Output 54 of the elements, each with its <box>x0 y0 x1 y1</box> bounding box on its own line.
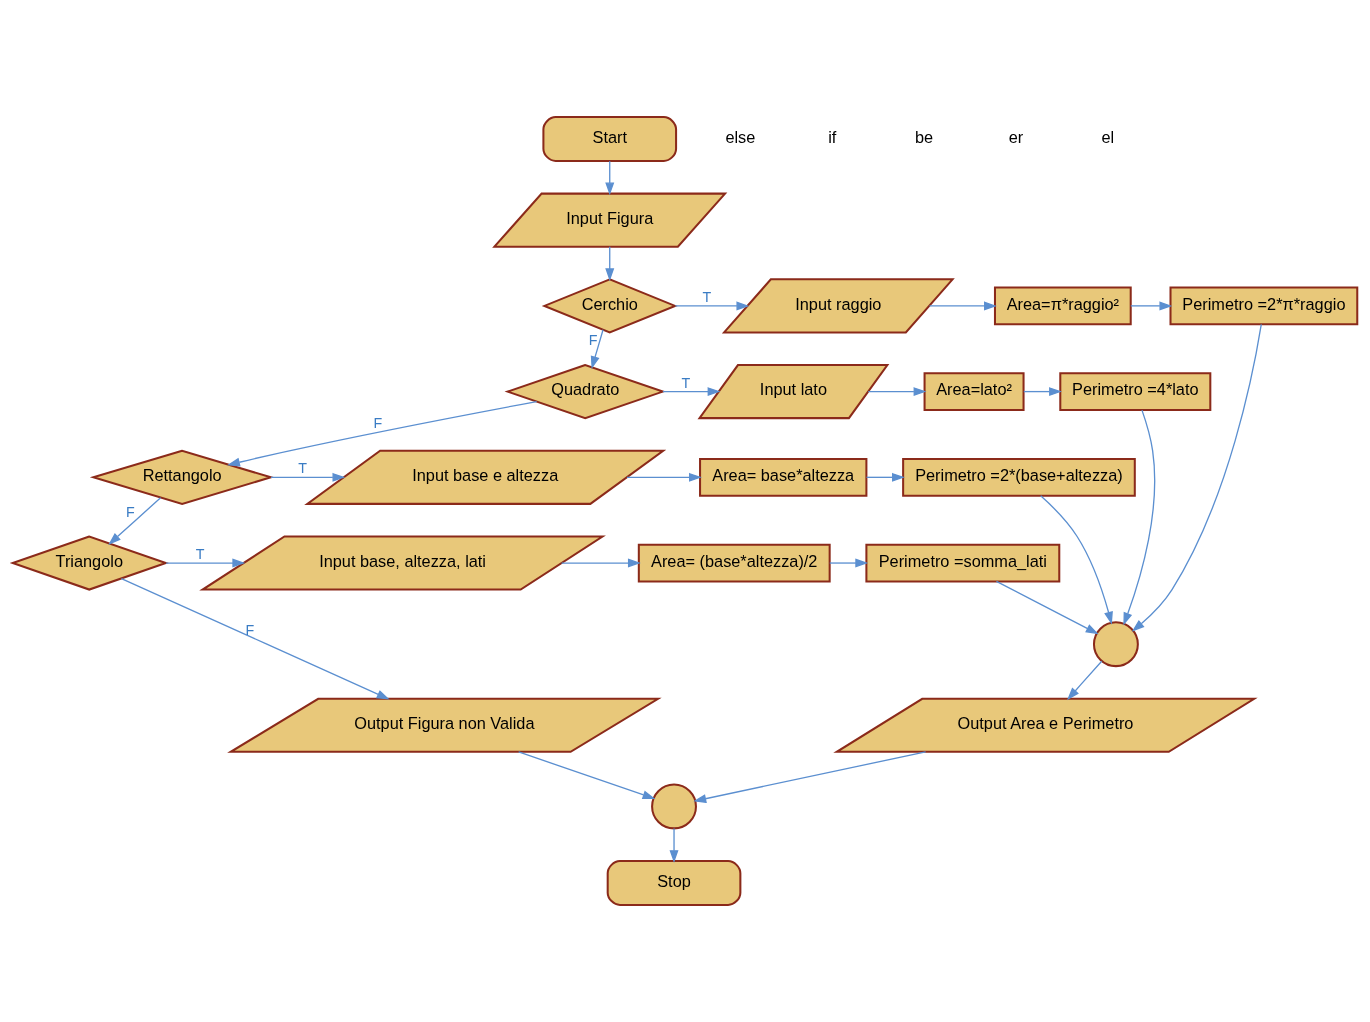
edge-label: T <box>298 460 307 477</box>
node-box: Perimetro =4*lato <box>1059 372 1212 411</box>
arrow <box>165 558 246 568</box>
arrow <box>1123 409 1156 626</box>
arrow <box>674 301 750 311</box>
node-diamond: Quadrato <box>504 364 666 420</box>
arrow <box>227 400 538 467</box>
arrow <box>270 472 346 482</box>
label: be <box>914 127 934 146</box>
node-box: Area=π*raggio² <box>993 286 1132 326</box>
arrow <box>669 827 679 864</box>
arrow <box>120 577 390 700</box>
node-box: Perimetro =somma_lati <box>865 543 1061 583</box>
node-box: Perimetro =2*(base+altezza) <box>902 457 1136 497</box>
edge-label: T <box>681 374 691 391</box>
label: el <box>1101 127 1115 146</box>
arrow <box>1066 660 1103 701</box>
label: if <box>828 127 837 146</box>
node-box: Stop <box>606 860 742 906</box>
arrow <box>1023 387 1062 397</box>
arrow <box>1131 323 1262 632</box>
node-diamond: Rettangolo <box>89 449 275 505</box>
arrow <box>1130 301 1173 311</box>
arrow <box>995 580 1099 635</box>
node-circle <box>651 783 697 830</box>
node-box: Area= (base*altezza)/2 <box>637 543 831 583</box>
arrow <box>605 160 615 196</box>
arrow <box>829 558 869 568</box>
node-diamond: Cerchio <box>541 278 678 334</box>
edge-label: T <box>702 289 712 305</box>
arrow <box>928 301 997 311</box>
arrow <box>560 558 641 568</box>
edge-label: F <box>373 414 383 431</box>
edge-label: F <box>588 331 598 348</box>
arrow <box>865 472 905 482</box>
arrow <box>108 497 162 545</box>
node-box: Perimetro =2*π*raggio <box>1169 286 1359 326</box>
label: er <box>1008 127 1024 146</box>
node-box: Area=lato² <box>923 372 1025 411</box>
arrow <box>662 387 721 397</box>
arrow <box>626 472 702 482</box>
arrow <box>518 751 656 800</box>
arrow <box>1040 495 1113 625</box>
node-diamond: Triangolo <box>9 535 169 591</box>
label: else <box>725 127 756 146</box>
arrow <box>605 246 615 282</box>
node-box: Area= base*altezza <box>699 457 868 497</box>
node-circle <box>1092 621 1139 668</box>
edge-label: F <box>125 504 135 521</box>
node-box: Start <box>542 116 678 162</box>
arrow <box>590 329 604 370</box>
edge-label: F <box>245 621 255 638</box>
arrow <box>867 387 927 397</box>
arrow <box>693 751 927 804</box>
